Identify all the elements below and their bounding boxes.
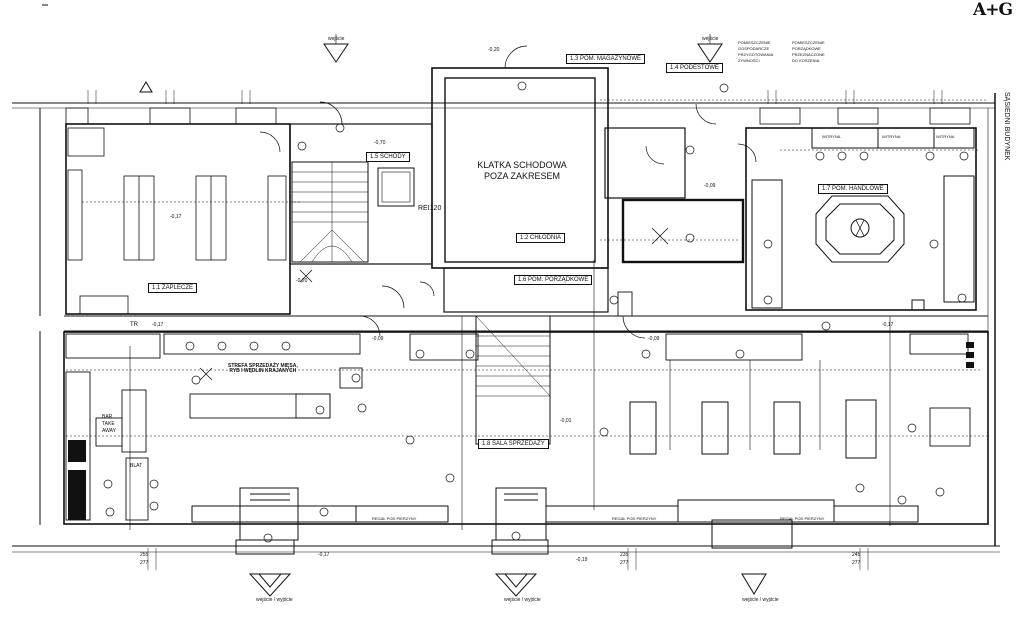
tr-label: TR bbox=[130, 322, 138, 328]
fire-rating-label: REI120 bbox=[418, 205, 442, 212]
note-block-2-line1: POMIESZCZENIE bbox=[792, 40, 825, 45]
counter-label-2: REGAŁ POD PIERZYNY bbox=[612, 516, 657, 521]
stairwell-label: KLATKA SCHODOWA POZA ZAKRESEM bbox=[472, 160, 572, 182]
note-block-1-line3: PRZYGOTOWANIA bbox=[738, 52, 774, 57]
entrance-label-2: wejście / wyjście bbox=[504, 597, 541, 603]
counter-label-1: REGAŁ POD PIERZYNY bbox=[372, 516, 417, 521]
entrance-label-top-1: wejście bbox=[328, 36, 345, 42]
display-case-label-1: WITRYNA bbox=[822, 134, 841, 139]
note-block-2: POMIESZCZENIE PORZĄDKOWE PRZEZNACZONE DO… bbox=[792, 40, 825, 64]
counter-label-3: REGAŁ POD PIERZYNY bbox=[780, 516, 825, 521]
note-block-1-line4: ŻYWNOŚCI bbox=[738, 58, 760, 63]
note-block-1-line2: GOSPODARCZE bbox=[738, 46, 770, 51]
room-1-7-label: 1.7 POM. HANDLOWE bbox=[818, 184, 888, 194]
zone-label-line1: STREFA SPRZEDAŻY MIĘSA, bbox=[228, 363, 298, 369]
note-block-1-line1: POMIESZCZENIE bbox=[738, 40, 771, 45]
room-1-3-label: 1.3 POM. MAGAZYNOWE bbox=[566, 54, 646, 64]
level-marker-5: -0,17 bbox=[152, 322, 164, 328]
level-marker-10: -0,09 bbox=[372, 336, 384, 342]
note-block-2-line4: DO KOSZENIA bbox=[792, 58, 820, 63]
entrance-label-top-2: wejście bbox=[702, 36, 719, 42]
bar-label-line1: BAR bbox=[102, 414, 113, 420]
level-marker-6: -0,17 bbox=[882, 322, 894, 328]
dimension-label-6: 277 bbox=[852, 560, 861, 566]
blat-label: BLAT bbox=[130, 463, 143, 469]
level-marker-11: -0,17 bbox=[318, 552, 330, 558]
stairwell-label-line2: POZA ZAKRESEM bbox=[483, 171, 561, 181]
dimension-label-2: 277 bbox=[140, 560, 149, 566]
room-1-1-label: 1.1 ZAPLECZE bbox=[148, 283, 198, 293]
zone-label-line2: RYB I WĘDLIN KRAJANYCH bbox=[229, 368, 297, 374]
bar-label-line3: AWAY bbox=[102, 428, 116, 434]
entrance-label-1: wejście / wyjście bbox=[256, 597, 293, 603]
level-marker-9: -0,09 bbox=[648, 336, 660, 342]
room-1-4-label: 1.4 PODESTOWE bbox=[666, 63, 723, 73]
room-1-8-label: 1.8 SALA SPRZEDAŻY bbox=[478, 439, 549, 449]
level-marker-7: -0,19 bbox=[576, 557, 588, 563]
neighbor-building-label: SĄSIEDNI BUDYNEK bbox=[1003, 92, 1010, 161]
dimension-label-3: 235 bbox=[620, 552, 629, 558]
level-marker-8: -0,01 bbox=[560, 418, 572, 424]
bar-label: BAR TAKE AWAY bbox=[102, 414, 116, 435]
level-marker-4: -0,20 bbox=[296, 278, 308, 284]
room-1-2-label: 1.2 CHŁODNIA bbox=[516, 233, 566, 243]
note-block-2-line2: PORZĄDKOWE bbox=[792, 46, 821, 51]
entrance-label-3: wejście / wyjście bbox=[742, 597, 779, 603]
display-case-label-3: WITRYNA bbox=[936, 134, 955, 139]
display-case-label-2: WITRYNA bbox=[882, 134, 901, 139]
dimension-label-1: 255 bbox=[140, 552, 149, 558]
level-marker-1: -0,20 bbox=[488, 47, 500, 53]
level-marker-3: -0,09 bbox=[704, 183, 716, 189]
bar-label-line2: TAKE bbox=[102, 421, 115, 427]
stairwell-label-line1: KLATKA SCHODOWA bbox=[477, 160, 567, 170]
dimension-label-5: 245 bbox=[852, 552, 861, 558]
level-marker-12: -0,17 bbox=[170, 214, 182, 220]
note-block-1: POMIESZCZENIE GOSPODARCZE PRZYGOTOWANIA … bbox=[738, 40, 773, 64]
level-marker-2: -0,70 bbox=[374, 140, 386, 146]
note-block-2-line3: PRZEZNACZONE bbox=[792, 52, 825, 57]
company-logo: A+G bbox=[973, 0, 1013, 20]
zone-label: STREFA SPRZEDAŻY MIĘSA, RYB I WĘDLIN KRA… bbox=[228, 364, 298, 374]
room-1-5-label: 1.5 SCHODY bbox=[366, 152, 410, 162]
dimension-label-4: 277 bbox=[620, 560, 629, 566]
room-1-6-label: 1.6 POM. PORZĄDKOWE bbox=[514, 275, 593, 285]
